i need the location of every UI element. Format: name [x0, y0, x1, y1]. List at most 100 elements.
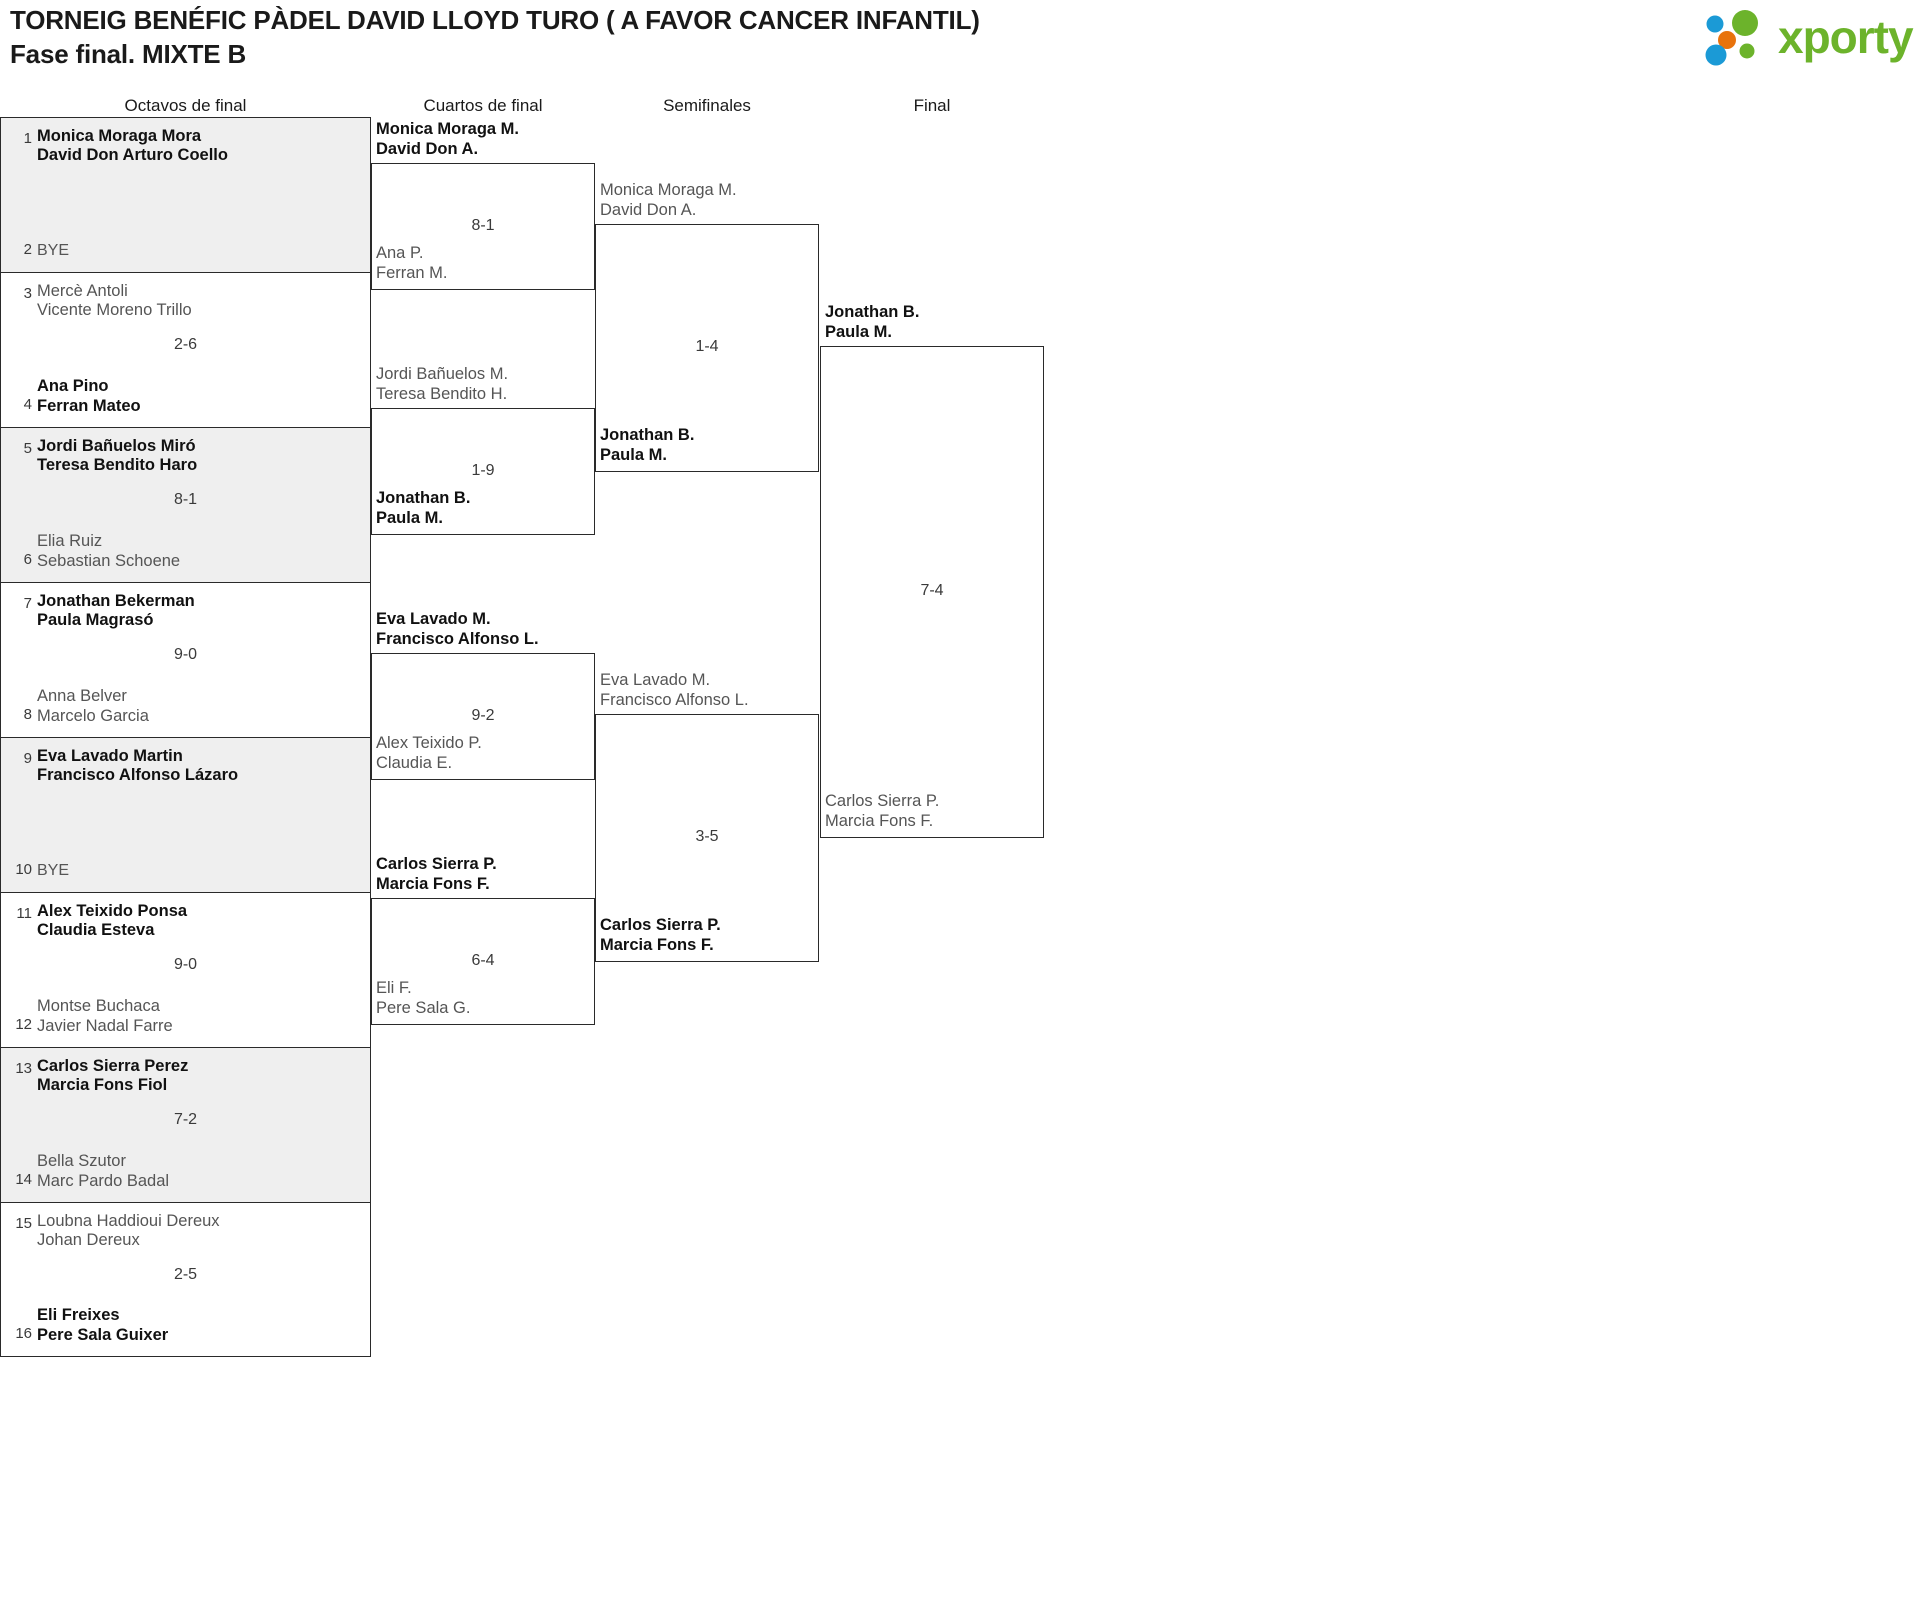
seed-number: 6 [23, 551, 32, 568]
round-header-octavos: Octavos de final [124, 96, 247, 115]
player-name: Francisco Alfonso L. [600, 690, 749, 709]
round2-match-box[interactable]: 1-9 [371, 408, 595, 535]
round2-team-bottom[interactable]: Alex Teixido P.Claudia E. [376, 734, 482, 773]
bye-label: BYE [37, 862, 70, 879]
player-name: Ferran Mateo [37, 396, 141, 415]
round2-team-top[interactable]: Carlos Sierra P.Marcia Fons F. [376, 855, 497, 894]
round4-match-box[interactable]: 7-4 [820, 346, 1044, 838]
round2-team-bottom-names[interactable]: Ana P.Ferran M. [376, 244, 448, 283]
round3-team-bottom-names[interactable]: Carlos Sierra P.Marcia Fons F. [600, 916, 721, 955]
round-header-cuartos: Cuartos de final [423, 96, 543, 115]
seed-number: 9 [23, 750, 32, 767]
player-name: Paula M. [600, 445, 667, 464]
player-name: Pere Sala Guixer [37, 1325, 169, 1344]
round4-team-top-names[interactable]: Jonathan B.Paula M. [825, 303, 919, 342]
round3-team-top-names[interactable]: Eva Lavado M.Francisco Alfonso L. [600, 671, 749, 710]
round2-team-top-names[interactable]: Jordi Bañuelos M.Teresa Bendito H. [376, 365, 508, 404]
player-name: Loubna Haddioui Dereux [37, 1212, 220, 1230]
round3-team-bottom-names[interactable]: Jonathan B.Paula M. [600, 426, 694, 465]
round3-team-bottom[interactable]: Carlos Sierra P.Marcia Fons F. [600, 916, 721, 955]
tournament-subtitle: Fase final. MIXTE B [10, 38, 247, 69]
seed-number: 14 [15, 1171, 32, 1188]
xporty-logo: xporty [1700, 6, 1914, 68]
player-name: Monica Moraga M. [376, 120, 520, 138]
round2-team-top[interactable]: Jordi Bañuelos M.Teresa Bendito H. [376, 365, 508, 404]
bye-label: BYE [37, 242, 70, 259]
round2-team-bottom[interactable]: Ana P.Ferran M. [376, 244, 448, 283]
page-title: TORNEIG BENÉFIC PÀDEL DAVID LLOYD TURO (… [10, 4, 1310, 72]
player-name: Alex Teixido P. [376, 734, 482, 752]
round2-match-box[interactable]: 8-1 [371, 163, 595, 290]
round2-team-bottom-names[interactable]: Eli F.Pere Sala G. [376, 979, 470, 1018]
match-score: 9-2 [471, 706, 495, 724]
round2-team-bottom-names[interactable]: Jonathan B.Paula M. [376, 489, 470, 528]
round3-match-box[interactable]: 1-4 [595, 224, 819, 472]
round4-team-bottom-names[interactable]: Carlos Sierra P.Marcia Fons F. [825, 792, 939, 831]
player-name: Carlos Sierra P. [376, 855, 497, 873]
round2-match-box[interactable]: 9-2 [371, 653, 595, 780]
seed-number: 4 [23, 396, 32, 413]
player-name: Javier Nadal Farre [37, 1016, 173, 1035]
player-name: Carlos Sierra P. [825, 792, 940, 810]
player-name: Eli Freixes [37, 1306, 120, 1325]
player-name: Johan Dereux [37, 1231, 140, 1250]
player-name: David Don Arturo Coello [37, 146, 228, 165]
player-name: Monica Moraga M. [600, 181, 737, 199]
player-name: Vicente Moreno Trillo [37, 301, 192, 320]
seed-number: 15 [15, 1215, 32, 1232]
player-name: Teresa Bendito H. [376, 384, 508, 403]
player-name: Jonathan B. [600, 426, 695, 444]
tournament-title: TORNEIG BENÉFIC PÀDEL DAVID LLOYD TURO (… [10, 5, 980, 35]
round-header-semifinales: Semifinales [663, 96, 751, 115]
player-name: Marcia Fons F. [376, 874, 490, 893]
player-name: Ferran M. [376, 263, 448, 282]
seed-number: 7 [23, 595, 32, 612]
seed-number: 11 [16, 905, 32, 922]
round2-team-bottom[interactable]: Jonathan B.Paula M. [376, 489, 470, 528]
player-name: Marc Pardo Badal [37, 1171, 170, 1190]
player-name: Jordi Bañuelos Miró [37, 437, 196, 455]
round3-team-top[interactable]: Monica Moraga M.David Don A. [600, 181, 737, 220]
round3-team-bottom[interactable]: Jonathan B.Paula M. [600, 426, 694, 465]
round2-team-top[interactable]: Monica Moraga M.David Don A. [376, 120, 519, 159]
seed-number: 8 [23, 706, 32, 723]
round4-team-bottom[interactable]: Carlos Sierra P.Marcia Fons F. [825, 792, 939, 831]
round3-match-box[interactable]: 3-5 [595, 714, 819, 962]
round2-team-bottom[interactable]: Eli F.Pere Sala G. [376, 979, 470, 1018]
round3-team-top-names[interactable]: Monica Moraga M.David Don A. [600, 181, 737, 220]
round4-team-top[interactable]: Jonathan B.Paula M. [825, 303, 919, 342]
round2-team-top-names[interactable]: Carlos Sierra P.Marcia Fons F. [376, 855, 497, 894]
round2-match-box[interactable]: 6-4 [371, 898, 595, 1025]
player-name: Jonathan Bekerman [37, 592, 195, 610]
round3-team-top[interactable]: Eva Lavado M.Francisco Alfonso L. [600, 671, 749, 710]
player-name: Elia Ruiz [37, 532, 103, 551]
round2-team-top-names[interactable]: Monica Moraga M.David Don A. [376, 120, 519, 159]
round2-team-top[interactable]: Eva Lavado M.Francisco Alfonso L. [376, 610, 539, 649]
player-name: Jonathan B. [376, 489, 471, 507]
round2-team-top-names[interactable]: Eva Lavado M.Francisco Alfonso L. [376, 610, 539, 649]
round2-team-bottom-names[interactable]: Alex Teixido P.Claudia E. [376, 734, 482, 773]
